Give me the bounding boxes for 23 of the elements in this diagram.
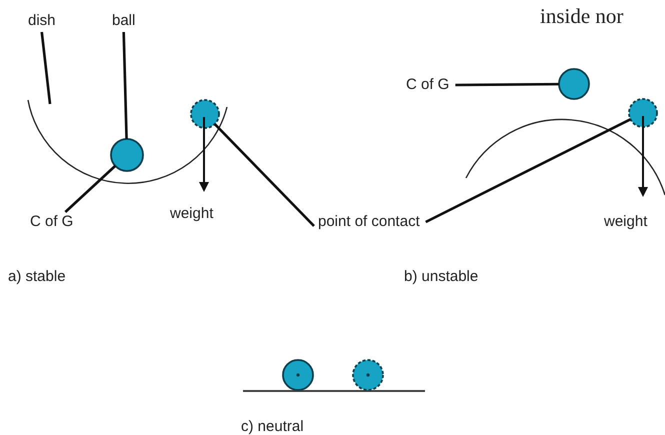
ball-circle: [282, 359, 314, 391]
ball-circle: [110, 138, 144, 172]
part-label: C of G: [406, 76, 450, 94]
part-label: dish: [28, 12, 56, 30]
leader-line: [214, 123, 315, 227]
part-label: point of contact: [318, 213, 420, 231]
displaced-ball-circle: [352, 359, 384, 391]
force-label: weight: [170, 205, 214, 223]
displaced-ball-circle: [190, 99, 220, 129]
leader-line: [64, 164, 116, 213]
part-label: C of G: [30, 213, 74, 231]
leader-line: [425, 118, 632, 224]
part-label: ball: [112, 12, 136, 30]
panel-caption: b) unstable: [404, 268, 478, 286]
leader-line: [122, 32, 128, 140]
panel-caption: c) neutral: [241, 418, 304, 435]
panel-caption: a) stable: [8, 268, 66, 286]
cut-off-text: inside nor: [540, 4, 624, 28]
displaced-ball-circle: [628, 98, 658, 128]
leader-line: [455, 82, 560, 86]
ball-circle: [558, 68, 590, 100]
force-label: weight: [604, 213, 648, 231]
leader-line: [40, 32, 52, 104]
